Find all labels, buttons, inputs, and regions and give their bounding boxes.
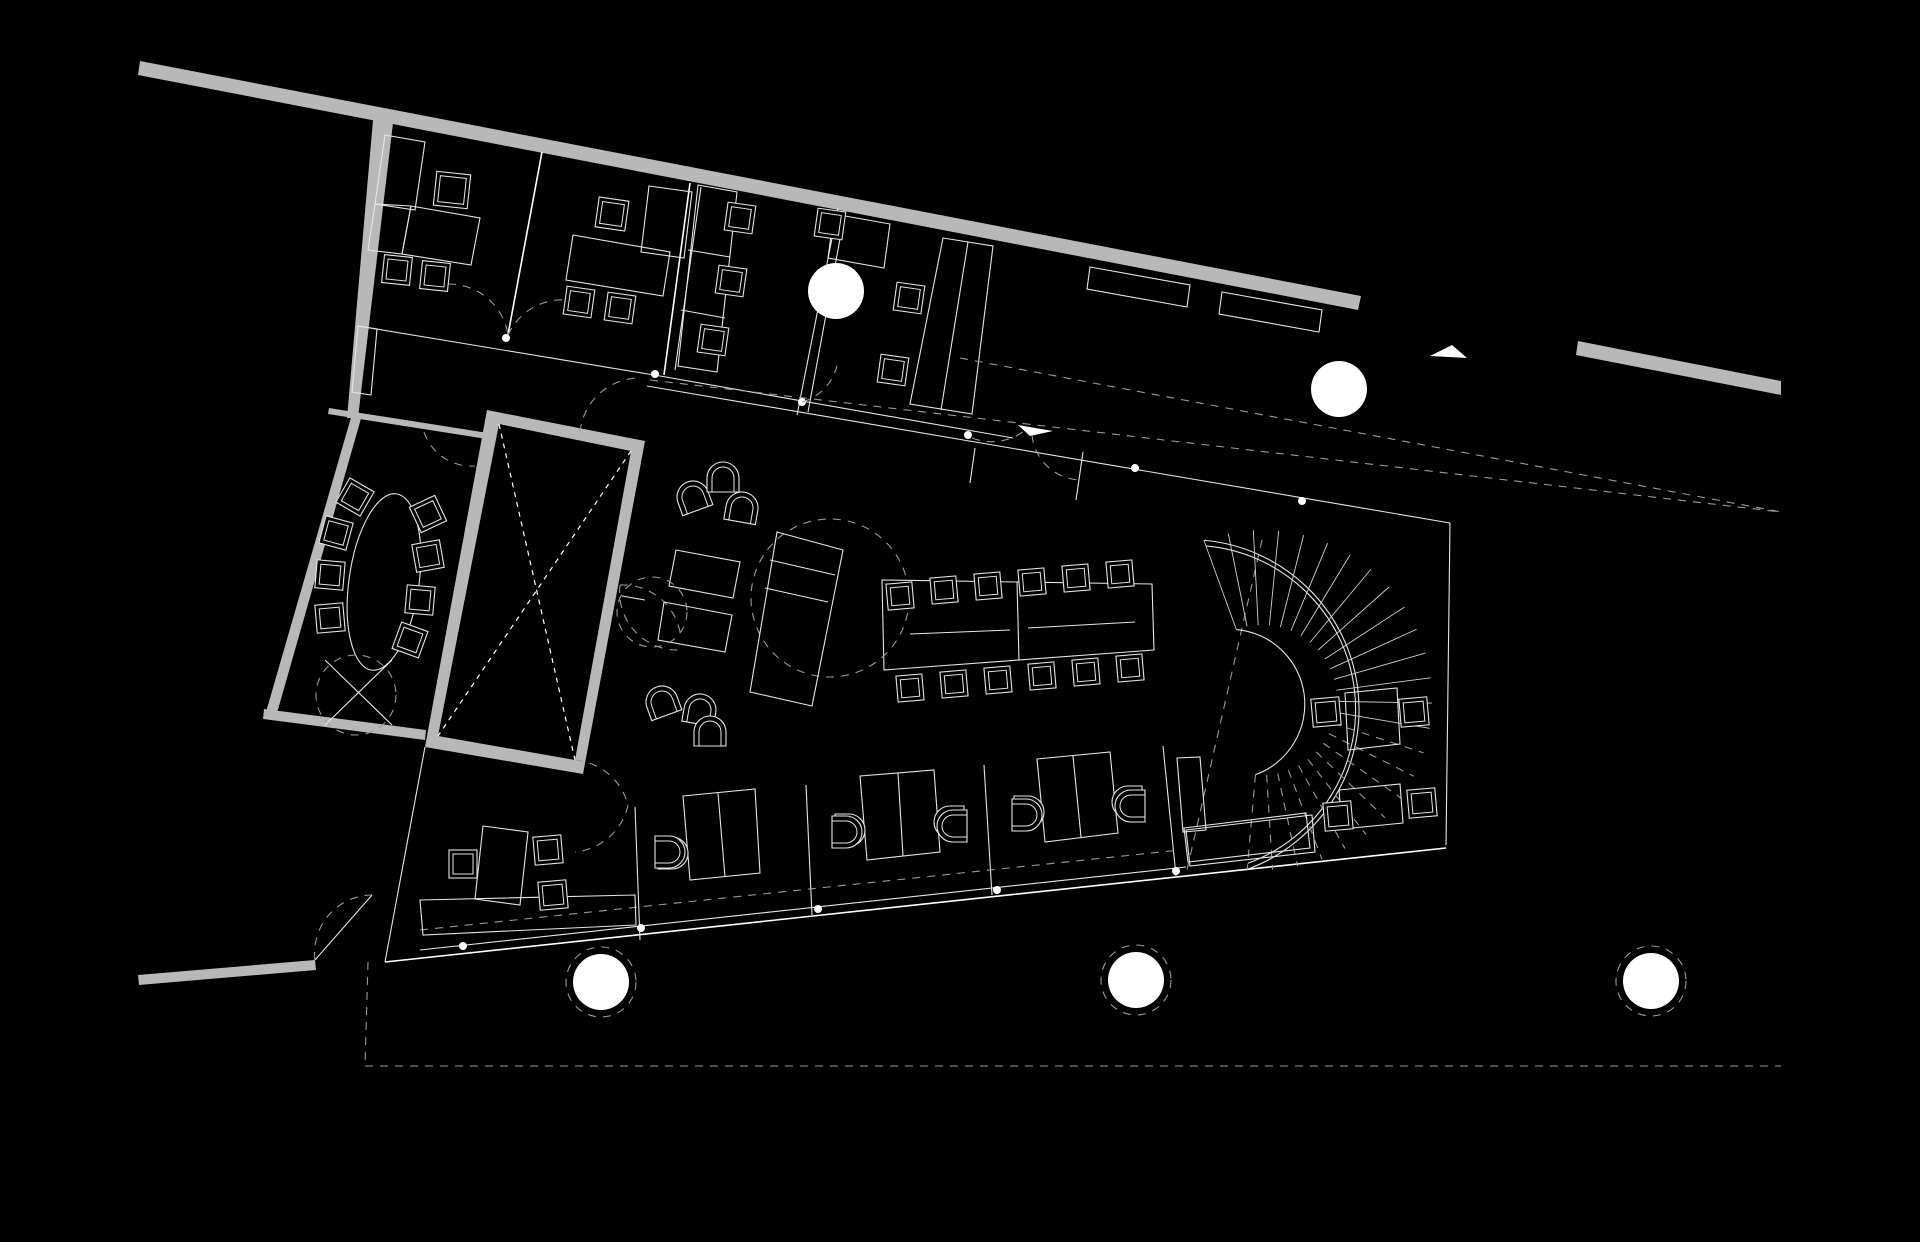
chair (1322, 800, 1354, 832)
stair-landing (1185, 814, 1316, 867)
round-chair (1011, 798, 1043, 832)
stair-tread (1333, 652, 1426, 680)
stair-tread (1298, 765, 1346, 849)
stair-tread (1252, 530, 1259, 626)
stair-tread (1322, 742, 1402, 799)
stair-tread (1287, 769, 1323, 860)
chair (391, 621, 429, 659)
spiral-stair (1185, 530, 1432, 870)
stair-tread (1328, 733, 1415, 777)
stair-tread (1277, 773, 1299, 867)
overhead-dashed-lines (364, 357, 1782, 1067)
chair (314, 559, 346, 591)
exterior-walls (138, 61, 1781, 985)
chair (1406, 787, 1438, 819)
chair (1061, 563, 1091, 593)
round-chair (693, 715, 727, 747)
stair-tread (1268, 530, 1280, 626)
triangle-markers (1018, 345, 1467, 436)
chair (939, 669, 969, 699)
chair (408, 494, 448, 534)
stair-inner-edge (1236, 628, 1306, 776)
chair (813, 207, 847, 241)
chair (1027, 661, 1057, 691)
furniture (315, 134, 1404, 936)
stair-tread (1279, 535, 1305, 628)
chair (895, 673, 925, 703)
chair (714, 264, 748, 298)
chair (1398, 696, 1430, 728)
chairs (314, 170, 1438, 911)
chair (1310, 696, 1342, 728)
chair (1017, 567, 1047, 597)
chair (696, 323, 730, 357)
stair-tread (1333, 722, 1424, 754)
chair (537, 879, 569, 911)
chair (876, 353, 910, 387)
chair (1105, 559, 1135, 589)
glazing-nodes (459, 334, 1306, 950)
chair (973, 571, 1003, 601)
chair (892, 281, 926, 315)
round-chair (645, 685, 683, 722)
round-chair (654, 835, 686, 869)
stair-tread (1203, 540, 1237, 630)
stair-tread (1290, 543, 1329, 631)
stair-tread (1266, 774, 1274, 870)
stair-tread (1336, 677, 1431, 691)
shaft-cross (437, 423, 632, 761)
chair (335, 477, 375, 517)
chair (381, 254, 413, 286)
chair (448, 849, 478, 879)
stair-tread (1317, 586, 1390, 651)
stair-tread (1307, 758, 1367, 835)
chair (885, 581, 915, 611)
stair-tread (1300, 554, 1351, 637)
round-chair (936, 809, 968, 843)
stair-tread (1330, 628, 1417, 670)
door-swings (314, 283, 1084, 961)
chair (603, 291, 637, 325)
chair (404, 584, 436, 616)
round-chair (1114, 789, 1146, 823)
chair (1115, 653, 1145, 683)
chair (432, 170, 472, 210)
round-chairs (645, 461, 1146, 870)
chair (318, 515, 354, 551)
round-chair (831, 815, 863, 849)
chair (314, 602, 346, 634)
stair-tread (1324, 606, 1405, 660)
structural-columns (565, 263, 1687, 1018)
chair (532, 834, 564, 866)
round-chair (706, 461, 740, 493)
chair (411, 539, 445, 573)
round-chair (676, 480, 714, 517)
chair (594, 196, 630, 232)
stair-tread (1309, 569, 1372, 643)
stair-tread (1315, 751, 1386, 818)
chair (983, 665, 1013, 695)
chair (723, 201, 757, 235)
chair (1071, 657, 1101, 687)
stair-tread (1227, 533, 1248, 627)
chair (419, 260, 451, 292)
chair (562, 285, 596, 319)
chair (929, 575, 959, 605)
round-chair (723, 491, 759, 526)
